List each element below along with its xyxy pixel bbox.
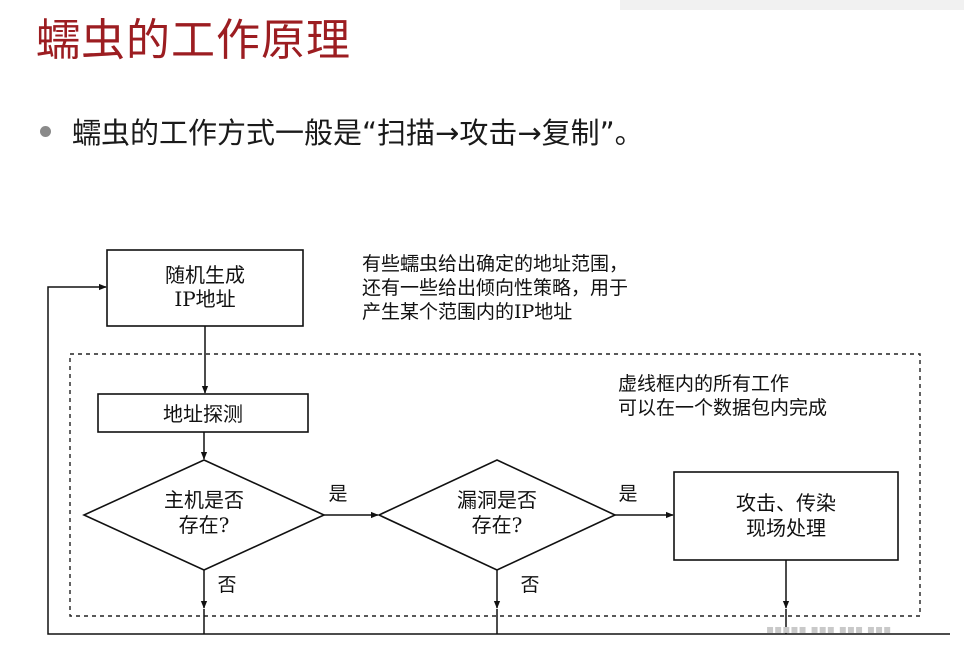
attack-infect-box xyxy=(673,471,899,561)
label-yes-1: 是 xyxy=(328,483,347,505)
slide-title: 蠕虫的工作原理 xyxy=(36,15,351,66)
vuln-exists-line1: 漏洞是否 xyxy=(457,488,537,512)
host-exists-line1: 主机是否 xyxy=(164,488,244,512)
note-range-line1: 有些蠕虫给出确定的地址范围， xyxy=(362,253,628,275)
label-yes-2: 是 xyxy=(618,483,637,505)
note-dashed-line2: 可以在一个数据包内完成 xyxy=(618,397,827,419)
bullet-dot-icon xyxy=(40,126,51,137)
top-bar-decoration xyxy=(620,0,964,10)
watermark: ▪▪▪▪▪ ▪▪▪ ▪▪▪ ▪▪▪ xyxy=(766,622,892,636)
note-range-line3: 产生某个范围内的IP地址 xyxy=(362,301,572,323)
attack-line2: 现场处理 xyxy=(746,516,826,540)
vuln-exists-line2: 存在? xyxy=(472,513,523,537)
address-probe-box xyxy=(97,393,309,433)
label-no-1: 否 xyxy=(217,574,236,596)
generate-ip-line2: IP地址 xyxy=(174,287,235,311)
host-exists-line2: 存在? xyxy=(179,513,230,537)
loop-back-line xyxy=(47,283,950,635)
label-no-2: 否 xyxy=(520,574,539,596)
dashed-region-box xyxy=(69,353,921,617)
generate-ip-line1: 随机生成 xyxy=(165,263,245,287)
generate-ip-box xyxy=(106,249,304,327)
address-probe-label: 地址探测 xyxy=(163,402,243,426)
attack-line1: 攻击、传染 xyxy=(736,491,836,515)
bullet-text: 蠕虫的工作方式一般是“扫描→攻击→复制”。 xyxy=(72,116,644,150)
note-dashed-line1: 虚线框内的所有工作 xyxy=(618,373,789,395)
note-range-line2: 还有一些给出倾向性策略，用于 xyxy=(362,277,628,299)
